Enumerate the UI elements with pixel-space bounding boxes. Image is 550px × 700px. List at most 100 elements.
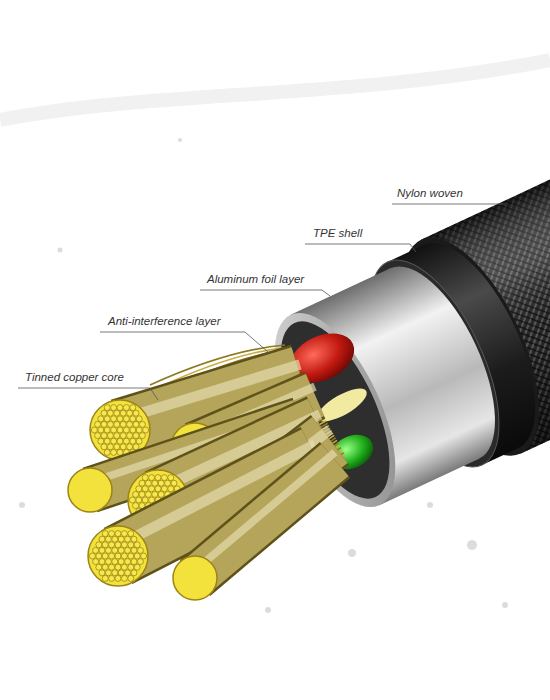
core-strand — [93, 559, 99, 565]
core-strand — [136, 416, 142, 422]
core-strand — [125, 559, 131, 565]
core-strand — [145, 491, 151, 497]
core-strand — [109, 542, 115, 548]
core-strand — [102, 531, 108, 537]
core-strand — [104, 405, 110, 411]
core-strand — [89, 553, 95, 559]
background-swoosh — [0, 60, 550, 120]
callout-label: Aluminum foil layer — [207, 272, 304, 286]
copper-core — [173, 452, 335, 600]
core-strand — [123, 427, 129, 433]
core-strand — [112, 547, 118, 553]
core-outline — [195, 460, 335, 578]
core-strand — [109, 531, 115, 537]
core-strand — [133, 491, 139, 497]
core-strand — [152, 491, 158, 497]
copper-cores — [68, 365, 335, 601]
core-strand — [105, 536, 111, 542]
leader-line — [100, 332, 268, 352]
core-strand — [134, 542, 140, 548]
core-strand — [136, 486, 142, 492]
leader-line — [18, 388, 158, 400]
core-strand — [96, 564, 102, 570]
core-strand — [142, 497, 148, 503]
core-strand — [139, 480, 145, 486]
core-strand — [123, 416, 129, 422]
core-strand — [114, 410, 120, 416]
core-strand — [120, 410, 126, 416]
core-strand — [121, 575, 127, 581]
core-strand — [96, 542, 102, 548]
core-strand — [133, 410, 139, 416]
core-strand — [136, 497, 142, 503]
core-strand — [93, 547, 99, 553]
callout-label: Anti-interference layer — [108, 314, 221, 328]
core-strand — [158, 480, 164, 486]
core-strand — [139, 491, 145, 497]
core-strand — [105, 547, 111, 553]
core-strand — [111, 449, 117, 455]
core-strand — [121, 553, 127, 559]
core-strand — [99, 536, 105, 542]
core-strand — [125, 536, 131, 542]
core-strand — [127, 433, 133, 439]
core-strand — [158, 491, 164, 497]
core-strand — [130, 405, 136, 411]
core-strand — [130, 416, 136, 422]
core-strand — [128, 564, 134, 570]
core-strand — [117, 438, 123, 444]
core-strand — [131, 536, 137, 542]
core-strand — [109, 575, 115, 581]
core-strand — [131, 547, 137, 553]
core-strand — [91, 427, 97, 433]
core-strand — [107, 421, 113, 427]
core-strand — [131, 570, 137, 576]
core-strand — [149, 486, 155, 492]
dot — [427, 502, 433, 508]
core-highlight — [195, 452, 335, 570]
core-strand — [145, 480, 151, 486]
core-body — [195, 460, 335, 578]
core-end — [68, 468, 112, 512]
core-strand — [114, 444, 120, 450]
core-strand — [111, 405, 117, 411]
core-strand — [118, 570, 124, 576]
core-strand — [95, 433, 101, 439]
core-strand — [109, 564, 115, 570]
core-strand — [102, 553, 108, 559]
core-strand — [168, 475, 174, 481]
core-strand — [125, 570, 131, 576]
core-strand — [117, 427, 123, 433]
core-strand — [149, 497, 155, 503]
core-strand — [96, 553, 102, 559]
core-strand — [104, 427, 110, 433]
core-strand — [130, 427, 136, 433]
core-strand — [152, 480, 158, 486]
core-strand — [125, 547, 131, 553]
core-strand — [117, 449, 123, 455]
core-strand — [102, 575, 108, 581]
core-strand — [101, 410, 107, 416]
core-strand — [120, 444, 126, 450]
core-strand — [161, 475, 167, 481]
core-strand — [115, 542, 121, 548]
core-strand — [114, 433, 120, 439]
core-strand — [107, 433, 113, 439]
dot — [502, 602, 508, 608]
core-strand — [101, 444, 107, 450]
core-strand — [128, 575, 134, 581]
core-strand — [111, 438, 117, 444]
core-strand — [105, 570, 111, 576]
core-strand — [123, 405, 129, 411]
core-strand — [101, 421, 107, 427]
core-strand — [102, 542, 108, 548]
core-strand — [104, 438, 110, 444]
core-strand — [112, 536, 118, 542]
core-strand — [118, 536, 124, 542]
core-strand — [171, 480, 177, 486]
core-strand — [121, 542, 127, 548]
core-strand — [133, 421, 139, 427]
core-strand — [131, 559, 137, 565]
